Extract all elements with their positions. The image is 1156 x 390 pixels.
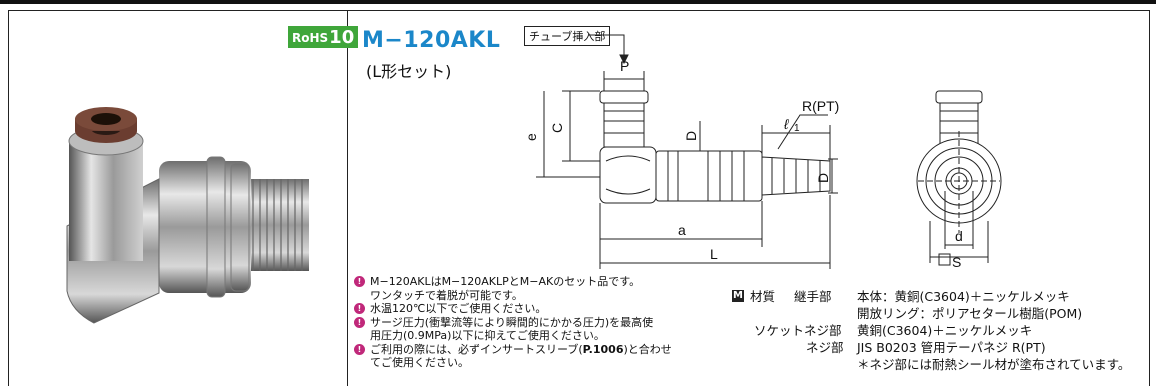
dim-r-pt: R(PT) [802, 98, 839, 114]
note-item: !M−120AKLはM−120AKLPとM−AKのセット品です。ワンタッチで着脱… [354, 275, 754, 302]
spec-label: ソケットネジ部 [754, 323, 842, 338]
note-item: !ご利用の際には、必ずインサートスリーブ(P.1006)と合わせてご使用ください… [354, 343, 754, 370]
notes-list: !M−120AKLはM−120AKLPとM−AKのセット品です。ワンタッチで着脱… [354, 275, 754, 370]
spec-label: 継手部 [794, 289, 832, 304]
spec-value: ＊ネジ部には耐熱シール材が塗布されています。 [857, 357, 1131, 372]
material-badge: M [732, 290, 744, 302]
pin-icon: ! [354, 303, 365, 314]
material-spec: M 材質 継手部 本体：黄銅(C3604)＋ニッケルメッキ 開放リング：ポリアセ… [732, 288, 1152, 373]
rohs-badge: RoHS 10 [288, 26, 359, 48]
pin-icon: ! [354, 276, 365, 287]
page-reference: P.1006 [582, 342, 624, 356]
spec-row: 開放リング：ポリアセタール樹脂(POM) [732, 305, 1152, 322]
dim-a: a [678, 222, 686, 238]
dim-d1: D [683, 131, 699, 141]
pin-icon: ! [354, 316, 365, 328]
dim-p: P [620, 58, 629, 74]
dim-c: C [549, 123, 565, 133]
dim-s: S [952, 254, 961, 270]
spec-value: JIS B0203 管用テーパネジ R(PT) [857, 340, 1046, 355]
spec-row: ＊ネジ部には耐熱シール材が塗布されています。 [732, 356, 1152, 373]
thread-end [247, 179, 309, 271]
spec-value: 本体：黄銅(C3604)＋ニッケルメッキ [857, 289, 1070, 304]
dim-l1: ℓ [783, 116, 789, 132]
spec-row: M 材質 継手部 本体：黄銅(C3604)＋ニッケルメッキ [732, 288, 1152, 305]
spec-value: 黄銅(C3604)＋ニッケルメッキ [857, 323, 1033, 338]
spec-label: ネジ部 [806, 340, 844, 355]
rohs-text: RoHS [292, 31, 329, 45]
dim-d-small: d [955, 228, 963, 244]
tube-insertion-label: チューブ挿入部 [524, 26, 611, 46]
spec-value: 開放リング：ポリアセタール樹脂(POM) [857, 306, 1083, 321]
model-title: M−120AKL [362, 28, 501, 53]
product-photo [9, 11, 347, 386]
rohs-number: 10 [329, 27, 355, 48]
note-item: !サージ圧力(衝撃流等により瞬間的にかかる圧力)を最高使用圧力(0.9MPa)以… [354, 316, 754, 343]
product-panel [8, 10, 1150, 386]
column-divider [347, 11, 348, 386]
dim-e: e [523, 133, 539, 141]
socket-body [159, 156, 251, 298]
top-rule [0, 0, 1156, 4]
dim-l: L [710, 246, 718, 262]
note-item: !水温120℃以下でご使用ください。 [354, 302, 754, 316]
dim-d: D [815, 173, 831, 183]
spec-row: ネジ部 JIS B0203 管用テーパネジ R(PT) [732, 339, 1152, 356]
dim-l1-sub: 1 [794, 123, 800, 134]
pin-icon: ! [354, 343, 365, 355]
spec-row: ソケットネジ部 黄銅(C3604)＋ニッケルメッキ [732, 322, 1152, 339]
model-subtitle: (L形セット) [366, 62, 452, 81]
material-label: 材質 [750, 289, 776, 304]
elbow-body [66, 107, 160, 324]
technical-drawing: P C e D ℓ 1 R(PT) D a L d S [523, 34, 1002, 270]
